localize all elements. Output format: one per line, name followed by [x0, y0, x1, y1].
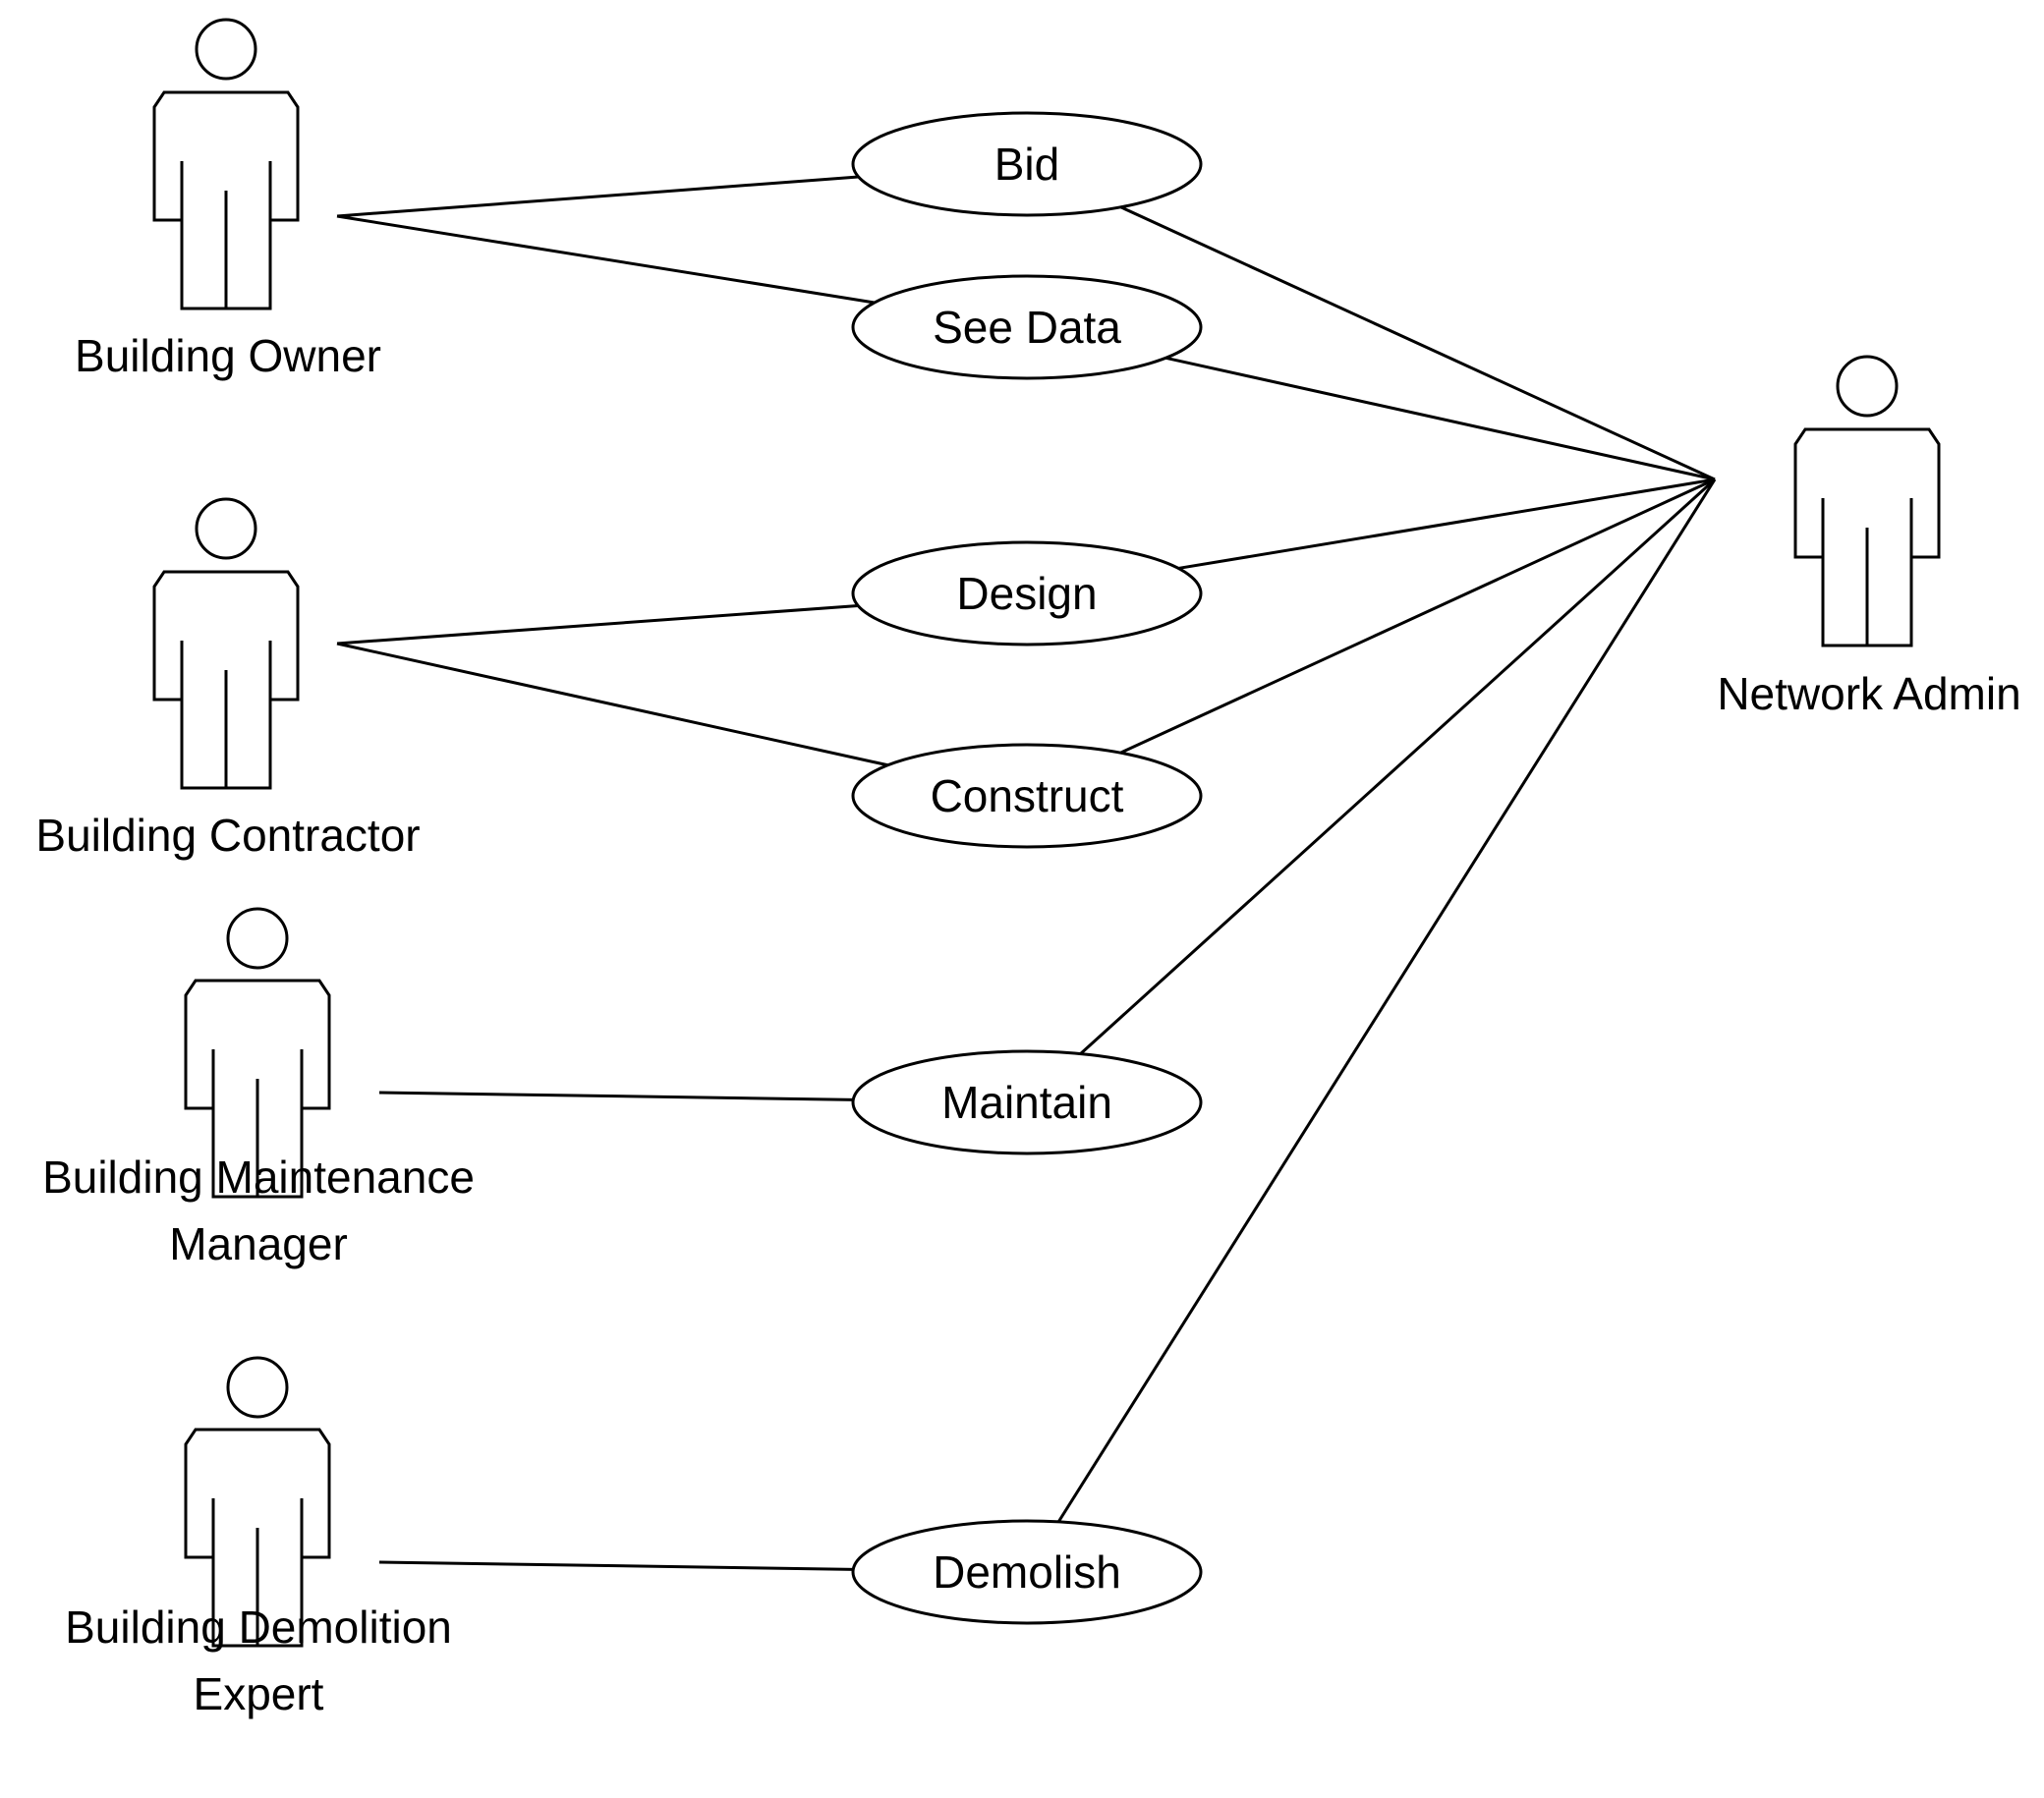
actor-name-line: Network Admin [1717, 668, 2020, 719]
use-case-maintain[interactable]: Maintain [851, 1049, 1203, 1155]
use-case-construct[interactable]: Construct [851, 743, 1203, 849]
actor-name-line: Building Demolition [65, 1601, 452, 1653]
association-line-admin-maintain [1079, 478, 1717, 1055]
actor-name-line: Building Contractor [35, 810, 420, 861]
use-case-ellipse [851, 1049, 1203, 1155]
use-case-design[interactable]: Design [851, 540, 1203, 646]
association-line-contractor-design [336, 603, 859, 646]
association-line-owner-bid [336, 175, 859, 218]
use-case-bid[interactable]: Bid [851, 111, 1203, 217]
association-line-admin-design [1177, 478, 1716, 570]
association-line-admin-bid [1119, 205, 1716, 481]
use-case-ellipse [851, 743, 1203, 849]
association-line-maintenance-maintain [378, 1091, 854, 1101]
actor-owner[interactable]: Building Owner [75, 18, 381, 381]
actor-head [226, 1356, 289, 1419]
use-case-ellipse [851, 1519, 1203, 1625]
use-case-ellipse [851, 540, 1203, 646]
actor-contractor[interactable]: Building Contractor [35, 497, 421, 861]
association-line-admin-construct [1119, 478, 1716, 755]
use-case-label: Maintain [941, 1077, 1112, 1128]
use-case-label: Construct [931, 770, 1124, 821]
actor-admin[interactable]: Network Admin [1717, 355, 2021, 719]
association-line-admin-see_data [1165, 356, 1716, 481]
association-line-admin-demolish [1056, 478, 1717, 1523]
use-case-see-data[interactable]: See Data [851, 274, 1203, 380]
use-case-ellipse [851, 274, 1203, 380]
actor-head [195, 18, 257, 81]
actor-name-line: Building Owner [75, 330, 381, 381]
association-line-contractor-construct [336, 642, 888, 767]
actor-name-line: Expert [194, 1668, 324, 1719]
use-case-label: Bid [994, 139, 1059, 190]
use-case-label: Demolish [933, 1546, 1121, 1598]
actor-head [226, 907, 289, 970]
association-line-owner-see_data [336, 214, 876, 305]
actor-name-line: Building Maintenance [42, 1152, 475, 1203]
use-case-demolish[interactable]: Demolish [851, 1519, 1203, 1625]
actor-name-line: Manager [169, 1218, 348, 1269]
actor-head [1836, 355, 1899, 418]
actor-head [195, 497, 257, 560]
association-line-demolition-demolish [378, 1560, 854, 1571]
use-case-label: Design [956, 568, 1097, 619]
use-case-label: See Data [933, 302, 1121, 353]
use-case-ellipse [851, 111, 1203, 217]
association-lines [336, 175, 1717, 1571]
